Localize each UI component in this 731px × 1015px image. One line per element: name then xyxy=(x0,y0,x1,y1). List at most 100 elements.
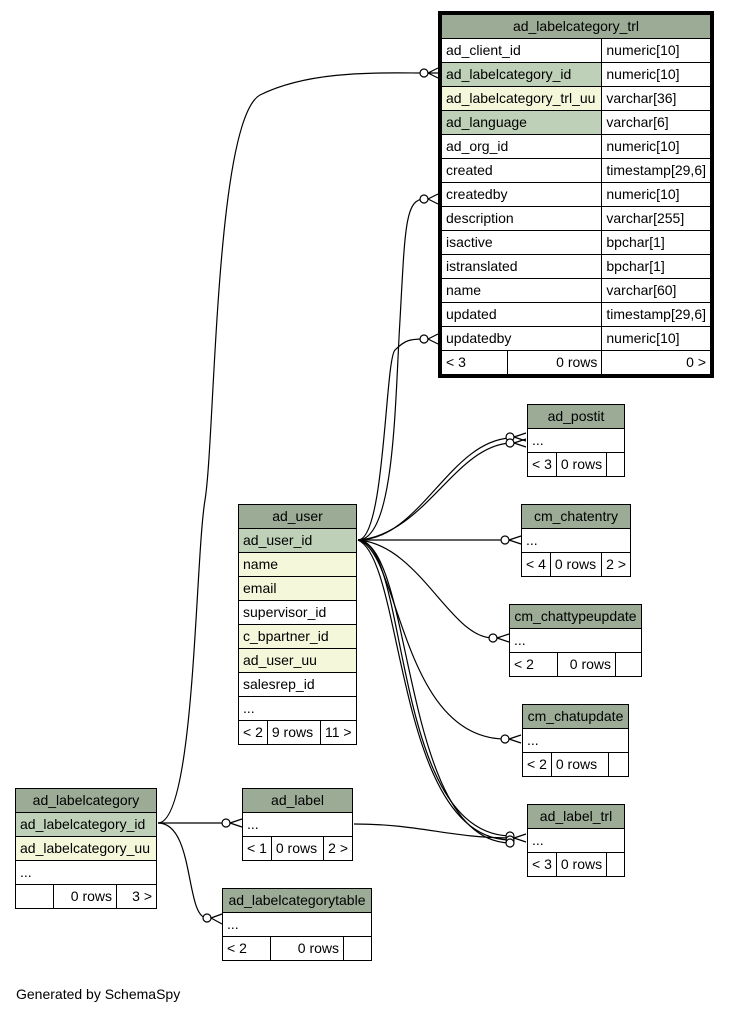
footer-parents[interactable]: < 3 xyxy=(527,452,557,477)
footer-rows: 9 rows xyxy=(266,720,322,745)
column-name: ... xyxy=(15,860,157,885)
footer-parents[interactable]: < 2 xyxy=(509,652,558,677)
edge-user-to-chatupdate xyxy=(357,539,506,740)
column-name: ad_org_id xyxy=(440,134,603,159)
column-name: createdby xyxy=(440,182,603,207)
table-ad-label[interactable]: ad_label ... < 1 0 rows 2 > xyxy=(242,788,353,861)
column-name: email xyxy=(238,576,357,601)
footer-rows: 0 rows xyxy=(53,884,117,909)
column-name: updated xyxy=(440,302,603,327)
column-name: ad_labelcategory_id xyxy=(440,62,603,87)
column-name: c_bpartner_id xyxy=(238,624,357,649)
column-name: ... xyxy=(522,728,629,753)
footer-rows: 0 rows xyxy=(555,852,608,877)
footer-parents[interactable]: < 1 xyxy=(242,836,272,861)
table-title[interactable]: cm_chatupdate xyxy=(522,704,629,729)
table-title[interactable]: ad_label xyxy=(242,788,353,813)
column-name: name xyxy=(440,278,603,303)
column-name: ad_user_uu xyxy=(238,648,357,673)
column-type: numeric[10] xyxy=(601,182,711,207)
table-cm-chattypeupdate[interactable]: cm_chattypeupdate ... < 2 0 rows xyxy=(509,604,642,677)
footer-parents[interactable]: < 2 xyxy=(222,936,271,961)
column-type: varchar[6] xyxy=(601,110,711,135)
edge-user-to-postit-1 xyxy=(357,437,512,541)
footer-children[interactable]: 2 > xyxy=(601,552,631,577)
column-name: isactive xyxy=(440,230,603,255)
column-name: name xyxy=(238,552,357,577)
column-type: timestamp[29,6] xyxy=(601,302,711,327)
column-name: ... xyxy=(527,428,625,453)
footer-children[interactable] xyxy=(343,936,372,961)
footer-parents[interactable] xyxy=(15,884,54,909)
column-name: ... xyxy=(527,828,625,853)
column-name: salesrep_id xyxy=(238,672,357,697)
column-type: numeric[10] xyxy=(601,62,711,87)
column-name: ... xyxy=(521,528,631,553)
footer-parents[interactable]: < 2 xyxy=(238,720,268,745)
table-ad-label-trl[interactable]: ad_label_trl ... < 3 0 rows xyxy=(527,804,625,877)
table-title[interactable]: ad_labelcategory xyxy=(15,788,157,813)
column-type: timestamp[29,6] xyxy=(601,158,711,183)
footer-children[interactable]: 3 > xyxy=(116,884,157,909)
footer-rows: 0 rows xyxy=(506,350,603,375)
footer-children[interactable] xyxy=(606,852,625,877)
column-name: istranslated xyxy=(440,254,603,279)
table-cm-chatupdate[interactable]: cm_chatupdate ... < 2 0 rows xyxy=(522,704,629,777)
table-title[interactable]: ad_labelcategory_trl xyxy=(441,14,711,39)
footer-rows: 0 rows xyxy=(549,552,603,577)
column-name: ad_user_id xyxy=(238,528,357,553)
edge-user-to-labeltrl-2 xyxy=(357,539,512,841)
column-type: bpchar[1] xyxy=(601,230,711,255)
column-name: supervisor_id xyxy=(238,600,357,625)
table-cm-chatentry[interactable]: cm_chatentry ... < 4 0 rows 2 > xyxy=(521,504,631,577)
column-type: numeric[10] xyxy=(601,326,711,351)
column-name: ad_labelcategory_uu xyxy=(15,836,157,861)
table-title[interactable]: cm_chatentry xyxy=(521,504,631,529)
column-name: ad_client_id xyxy=(440,38,603,63)
column-name: ... xyxy=(222,912,372,937)
column-name: ... xyxy=(509,628,642,653)
footer-rows: 0 rows xyxy=(550,752,610,777)
table-ad-labelcategory[interactable]: ad_labelcategory ad_labelcategory_id ad_… xyxy=(15,788,157,909)
edge-label-to-labeltrl xyxy=(353,823,512,839)
footer-rows: 0 rows xyxy=(555,452,608,477)
column-name: created xyxy=(440,158,603,183)
table-title[interactable]: ad_postit xyxy=(527,404,625,429)
table-title[interactable]: ad_label_trl xyxy=(527,804,625,829)
footer-children[interactable]: 2 > xyxy=(323,836,353,861)
table-ad-postit[interactable]: ad_postit ... < 3 0 rows xyxy=(527,404,625,477)
edge-user-to-trl-updatedby xyxy=(357,338,425,541)
generated-by-footer: Generated by SchemaSpy xyxy=(16,986,181,1002)
column-name: ad_labelcategory_id xyxy=(15,812,157,837)
column-name: description xyxy=(440,206,603,231)
table-title[interactable]: ad_labelcategorytable xyxy=(222,888,372,913)
column-type: varchar[36] xyxy=(601,86,711,111)
edge-user-to-chattypeupdate xyxy=(357,539,494,639)
footer-parents[interactable]: < 3 xyxy=(441,350,508,375)
footer-children[interactable] xyxy=(615,652,642,677)
footer-children[interactable]: 11 > xyxy=(320,720,357,745)
footer-children[interactable] xyxy=(608,752,629,777)
column-name: ad_language xyxy=(440,110,603,135)
column-name: ad_labelcategory_trl_uu xyxy=(440,86,603,111)
column-type: varchar[255] xyxy=(601,206,711,231)
edge-user-to-labeltrl-1 xyxy=(357,539,512,837)
column-name: ... xyxy=(238,696,357,721)
edge-user-to-postit-2 xyxy=(357,442,512,541)
footer-parents[interactable]: < 3 xyxy=(527,852,557,877)
footer-children[interactable] xyxy=(606,452,625,477)
table-title[interactable]: cm_chattypeupdate xyxy=(509,604,642,629)
column-type: varchar[60] xyxy=(601,278,711,303)
footer-children[interactable]: 0 > xyxy=(601,350,711,375)
footer-rows: 0 rows xyxy=(270,836,325,861)
footer-parents[interactable]: < 2 xyxy=(522,752,552,777)
footer-rows: 0 rows xyxy=(270,936,344,961)
column-type: bpchar[1] xyxy=(601,254,711,279)
table-title[interactable]: ad_user xyxy=(238,504,357,529)
table-ad-labelcategorytable[interactable]: ad_labelcategorytable ... < 2 0 rows xyxy=(222,888,372,961)
edge-labelcategory-to-trl xyxy=(157,72,425,824)
footer-parents[interactable]: < 4 xyxy=(521,552,551,577)
table-ad-user[interactable]: ad_user ad_user_id name email supervisor… xyxy=(238,504,357,745)
